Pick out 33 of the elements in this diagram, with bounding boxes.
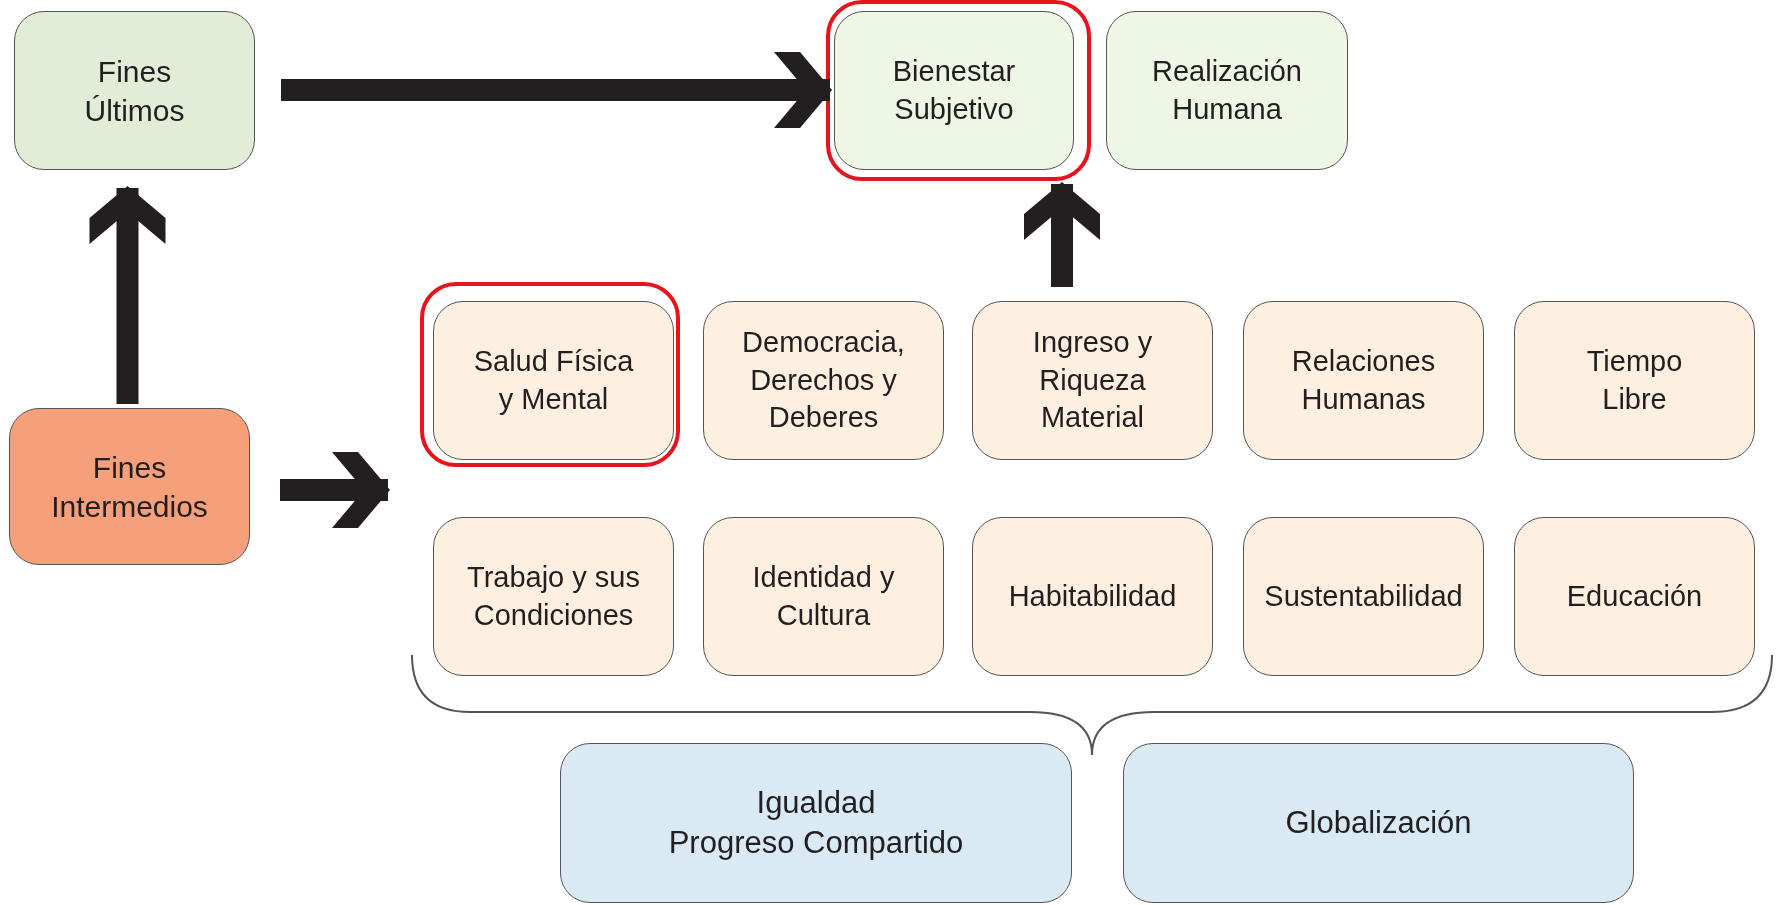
- box-label: Fines Últimos: [83, 53, 186, 129]
- box-label: Progreso Compartido: [668, 824, 964, 862]
- rounded-box: [1514, 517, 1755, 676]
- rounded-box: [433, 517, 674, 676]
- box-label: Salud Física y Mental: [472, 343, 635, 417]
- box-label: Ingreso y Riqueza Material: [1031, 324, 1154, 436]
- box-label: Globalización: [1285, 803, 1472, 842]
- rounded-box: [1243, 517, 1484, 676]
- rounded-box: [703, 301, 944, 460]
- box-label: Bienestar Subjetivo: [891, 53, 1017, 127]
- box-label: Educación: [1566, 578, 1703, 614]
- box-label: Relaciones Humanas: [1290, 343, 1437, 417]
- box-label: Trabajo y sus Condiciones: [466, 559, 641, 633]
- box-label: Tiempo Libre: [1585, 343, 1684, 417]
- rounded-box: [1243, 301, 1484, 460]
- box-label: Realización Humana: [1151, 53, 1303, 127]
- rounded-box: [1514, 301, 1755, 460]
- box-label: Identidad y Cultura: [751, 559, 896, 633]
- rounded-box: [972, 517, 1213, 676]
- box-label: Democracia, Derechos y Deberes: [741, 324, 906, 436]
- rounded-box: [560, 743, 1072, 903]
- rounded-box: [972, 301, 1213, 460]
- rounded-box: [703, 517, 944, 676]
- rounded-box: [433, 301, 674, 460]
- rounded-box: [14, 11, 255, 170]
- rounded-box: [834, 11, 1074, 170]
- box-label: Sustentabilidad: [1264, 578, 1463, 614]
- rounded-box: [1123, 743, 1634, 903]
- rounded-box: [1106, 11, 1348, 170]
- box-label: Habitabilidad: [1008, 578, 1177, 614]
- box-label: Igualdad: [756, 783, 876, 822]
- rounded-box: [9, 408, 250, 565]
- box-label: Fines Intermedios: [50, 449, 209, 525]
